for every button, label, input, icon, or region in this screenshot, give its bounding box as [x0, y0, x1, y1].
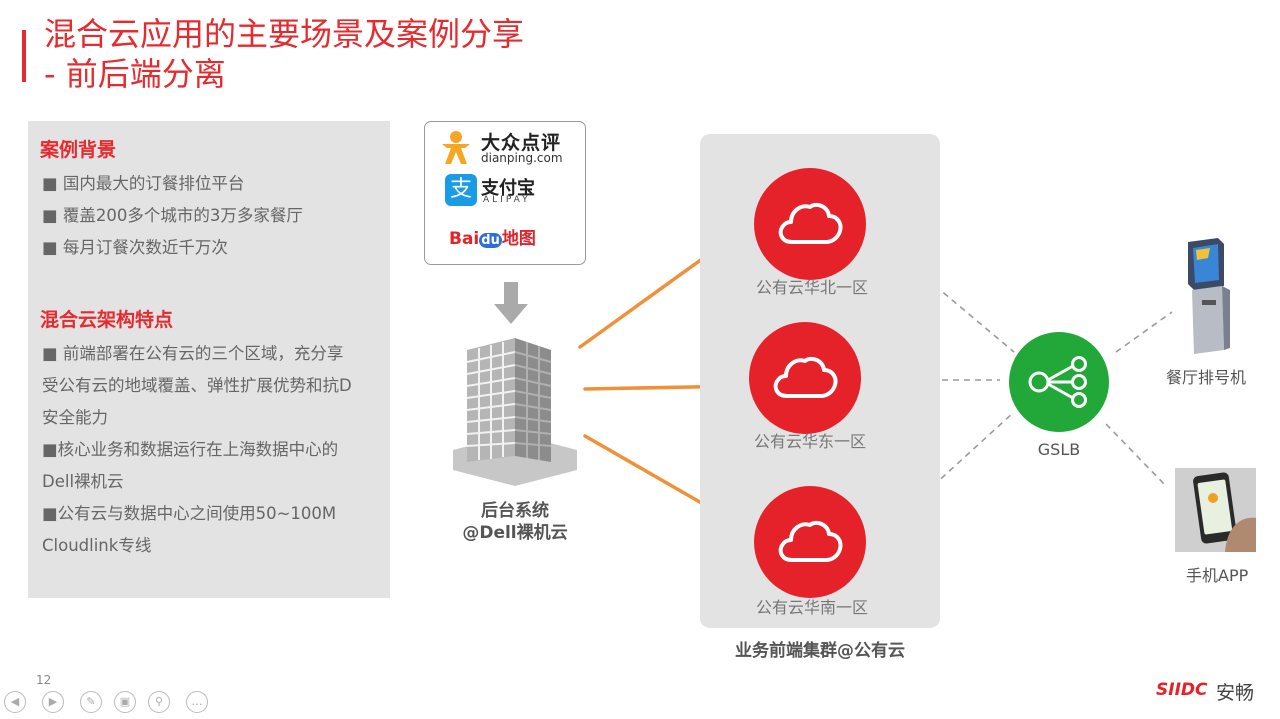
dianping-logo-icon [439, 130, 473, 166]
baidu-paw-icon: du [479, 233, 502, 248]
kiosk-label: 餐厅排号机 [1166, 368, 1247, 387]
zoom-button[interactable]: ⚲ [148, 691, 170, 713]
architecture-bullet-list: ■ 前端部署在公有云的三个区域，充分享 受公有云的地域覆盖、弹性扩展优势和抗D … [42, 338, 352, 562]
cloud-icon [778, 520, 843, 562]
mobile-label: 手机APP [1186, 566, 1249, 585]
link-gslb-mobile [1105, 423, 1167, 487]
list-item: 受公有云的地域覆盖、弹性扩展优势和抗D [42, 376, 352, 395]
backend-label-line1: 后台系统 [481, 501, 549, 521]
list-item: ■ 前端部署在公有云的三个区域，充分享 [42, 344, 344, 363]
dianping-name: 大众点评 [481, 132, 562, 154]
title-accent-bar [22, 30, 26, 82]
cloud-node-east [749, 322, 861, 434]
slide-title-line1: 混合云应用的主要场景及案例分享 [44, 15, 525, 53]
baidu-map-text: 地图 [501, 229, 536, 249]
pen-tool-button[interactable]: ✎ [80, 691, 102, 713]
network-share-icon [1028, 356, 1087, 408]
cloud-label-east: 公有云华东一区 [753, 432, 866, 451]
dianping-domain: dianping.com [481, 151, 563, 165]
list-item: ■核心业务和数据运行在上海数据中心的 [42, 440, 339, 459]
list-item: 安全能力 [42, 408, 108, 427]
section-heading-architecture: 混合云架构特点 [40, 309, 174, 331]
down-arrow-icon [494, 282, 528, 328]
gslb-node [1009, 332, 1109, 432]
office-building-icon [453, 338, 577, 490]
link-south-gslb [875, 411, 1015, 539]
more-options-button[interactable]: … [186, 691, 208, 713]
baidu-prefix: Bai [449, 229, 480, 249]
cloud-label-south: 公有云华南一区 [755, 598, 868, 617]
alipay-en: ALIPAY [483, 195, 531, 205]
list-item: Dell裸机云 [42, 472, 124, 491]
brand-logo: SIIDC [1156, 680, 1208, 700]
slide-title-line2: - 前后端分离 [44, 55, 226, 93]
case-info-panel: 案例背景 ■ 国内最大的订餐排位平台 ■ 覆盖200多个城市的3万多家餐厅 ■ … [28, 121, 390, 598]
brand-name: 安畅 [1216, 682, 1255, 704]
background-bullet-list: ■ 国内最大的订餐排位平台 ■ 覆盖200多个城市的3万多家餐厅 ■ 每月订餐次… [42, 168, 303, 264]
backend-label-line2: @Dell裸机云 [462, 523, 568, 543]
list-item: ■公有云与数据中心之间使用50~100M [42, 504, 337, 523]
list-item: ■ 国内最大的订餐排位平台 [42, 174, 245, 193]
cloud-icon [773, 356, 838, 398]
list-item: ■ 每月订餐次数近千万次 [42, 238, 228, 257]
cluster-label: 业务前端集群@公有云 [735, 641, 905, 661]
list-item: Cloudlink专线 [42, 536, 152, 555]
cloud-icon [778, 202, 843, 244]
cloud-label-north: 公有云华北一区 [755, 278, 868, 297]
gslb-label: GSLB [1037, 440, 1081, 459]
slides-overview-button[interactable]: ▣ [114, 691, 136, 713]
link-gslb-kiosk [1115, 311, 1173, 353]
section-heading-background: 案例背景 [40, 139, 117, 161]
next-slide-button[interactable]: ▶ [42, 691, 64, 713]
alipay-name: 支付宝 [481, 178, 535, 199]
prev-slide-button[interactable]: ◀ [4, 691, 26, 713]
cloud-node-south [754, 486, 866, 598]
mobile-phone-icon [1175, 468, 1256, 552]
page-number: 12 [36, 673, 52, 687]
list-item: ■ 覆盖200多个城市的3万多家餐厅 [42, 206, 303, 225]
kiosk-icon [1180, 238, 1234, 360]
cloud-node-north [754, 168, 866, 280]
slide-title: 混合云应用的主要场景及案例分享 - 前后端分离 [44, 14, 524, 94]
alipay-logo-icon: 支 [445, 174, 477, 206]
link-north-gslb [875, 235, 1015, 353]
backend-label: 后台系统 @Dell裸机云 [445, 500, 585, 544]
